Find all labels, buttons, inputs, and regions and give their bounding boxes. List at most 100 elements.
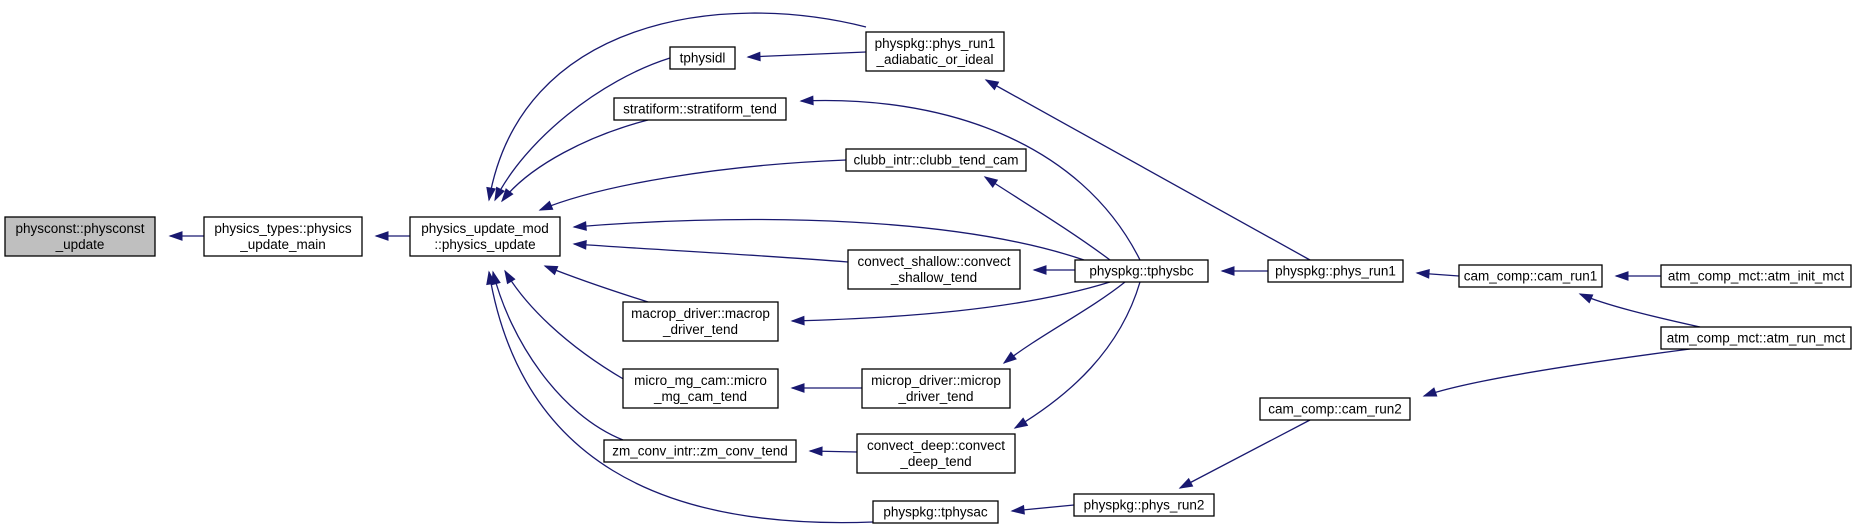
edge-tphysbc-to-microp_driver_tend bbox=[1002, 281, 1126, 364]
edge-tphysac-to-physics_update bbox=[486, 270, 874, 524]
node-zm-conv-tend[interactable]: zm_conv_intr::zm_conv_tend bbox=[603, 439, 797, 463]
arrowhead bbox=[1010, 504, 1025, 515]
edge-line bbox=[488, 271, 874, 524]
node-label: convect_shallow::convect bbox=[857, 254, 1010, 269]
edge-line bbox=[492, 271, 624, 441]
node-label: _adiabatic_or_ideal bbox=[875, 52, 993, 67]
node-label: microp_driver::microp bbox=[871, 373, 1001, 388]
node-box bbox=[861, 368, 1011, 409]
edge-line bbox=[573, 243, 849, 263]
arrowhead bbox=[984, 79, 1000, 91]
node-label: _update_main bbox=[239, 237, 326, 252]
node-box bbox=[865, 31, 1005, 72]
arrowhead bbox=[799, 95, 814, 106]
node-tphysac[interactable]: physpkg::tphysac bbox=[872, 500, 999, 524]
arrowhead bbox=[538, 200, 554, 211]
edge-macrop_driver_tend-to-physics_update bbox=[543, 265, 649, 303]
node-macrop-driver-tend[interactable]: macrop_driver::macrop_driver_tend bbox=[622, 301, 779, 342]
arrowhead bbox=[572, 221, 587, 231]
node-box bbox=[1259, 397, 1411, 421]
edge-tphysbc-to-stratiform_tend bbox=[799, 95, 1141, 261]
edge-convect_shallow_tend-to-physics_update bbox=[572, 239, 849, 263]
node-atm-run-mct[interactable]: atm_comp_mct::atm_run_mct bbox=[1660, 326, 1852, 350]
node-atm-init-mct[interactable]: atm_comp_mct::atm_init_mct bbox=[1660, 264, 1852, 288]
node-label: physics_types::physics bbox=[214, 221, 352, 236]
arrowhead bbox=[501, 188, 514, 203]
node-box bbox=[603, 439, 797, 463]
node-box bbox=[845, 148, 1027, 172]
node-box bbox=[856, 433, 1016, 474]
arrowhead bbox=[1422, 387, 1438, 397]
edge-zm_conv_tend-to-physics_update bbox=[491, 270, 624, 441]
edge-line bbox=[504, 270, 626, 381]
edge-line bbox=[1003, 281, 1126, 364]
edge-physics_update_main-to-physconst_update bbox=[168, 231, 204, 241]
arrowhead bbox=[1032, 265, 1047, 275]
edge-tphysbc-to-convect_deep_tend bbox=[1013, 281, 1141, 429]
arrowhead bbox=[808, 446, 823, 457]
node-cam-run2[interactable]: cam_comp::cam_run2 bbox=[1259, 397, 1411, 421]
node-box bbox=[847, 249, 1021, 290]
node-label: physpkg::tphysbc bbox=[1089, 264, 1194, 279]
node-tphysbc[interactable]: physpkg::tphysbc bbox=[1074, 259, 1209, 283]
edge-line bbox=[544, 265, 649, 303]
node-convect-deep-tend[interactable]: convect_deep::convect_deep_tend bbox=[856, 433, 1016, 474]
edge-line bbox=[1179, 419, 1311, 489]
edge-tphysbc-to-clubb_tend_cam bbox=[983, 176, 1111, 261]
node-label: physics_update_mod bbox=[421, 221, 549, 236]
node-label: physpkg::phys_run1 bbox=[1275, 264, 1396, 279]
node-label: micro_mg_cam::micro bbox=[634, 373, 767, 388]
node-label: stratiform::stratiform_tend bbox=[623, 102, 777, 117]
edges-layer bbox=[168, 12, 1701, 524]
edge-line bbox=[1579, 293, 1701, 328]
node-label: _mg_cam_tend bbox=[653, 389, 747, 404]
node-physics-update[interactable]: physics_update_mod::physics_update bbox=[409, 216, 561, 257]
edge-line bbox=[501, 119, 649, 202]
node-box bbox=[409, 216, 561, 257]
node-phys-run2[interactable]: physpkg::phys_run2 bbox=[1073, 493, 1215, 517]
node-label: _driver_tend bbox=[662, 322, 738, 337]
arrowhead bbox=[486, 270, 496, 286]
node-label: _shallow_tend bbox=[890, 270, 977, 285]
node-label: physpkg::phys_run1 bbox=[875, 36, 996, 51]
node-label: physpkg::phys_run2 bbox=[1084, 498, 1205, 513]
arrowhead bbox=[790, 315, 805, 326]
node-physconst-update[interactable]: physconst::physconst_update bbox=[4, 216, 156, 257]
node-box bbox=[613, 97, 787, 121]
node-box bbox=[1073, 493, 1215, 517]
arrowhead bbox=[1614, 271, 1629, 281]
arrowhead bbox=[1415, 268, 1430, 279]
edge-phys_run1_adiabatic-to-tphysidl bbox=[746, 51, 867, 62]
node-label: atm_comp_mct::atm_init_mct bbox=[1668, 269, 1845, 284]
arrowhead bbox=[374, 231, 389, 241]
node-micro-mg-cam-tend[interactable]: micro_mg_cam::micro_mg_cam_tend bbox=[622, 368, 779, 409]
node-cam-run1[interactable]: cam_comp::cam_run1 bbox=[1458, 264, 1603, 288]
node-label: ::physics_update bbox=[434, 237, 535, 252]
edge-microp_driver_tend-to-micro_mg_cam_tend bbox=[790, 383, 862, 393]
node-tphysidl[interactable]: tphysidl bbox=[669, 46, 736, 70]
edge-line bbox=[573, 218, 1085, 261]
node-label: _update bbox=[55, 237, 105, 252]
node-label: cam_comp::cam_run2 bbox=[1268, 402, 1402, 417]
node-box bbox=[1267, 259, 1404, 283]
node-physics-update-main[interactable]: physics_types::physics_update_main bbox=[203, 216, 363, 257]
node-phys-run1[interactable]: physpkg::phys_run1 bbox=[1267, 259, 1404, 283]
node-label: atm_comp_mct::atm_run_mct bbox=[1667, 331, 1846, 346]
edge-micro_mg_cam_tend-to-physics_update bbox=[504, 269, 626, 381]
arrowhead bbox=[494, 186, 505, 202]
node-label: tphysidl bbox=[680, 51, 726, 66]
arrowhead bbox=[983, 176, 999, 188]
edge-phys_run2-to-tphysac bbox=[1010, 504, 1075, 515]
node-convect-shallow-tend[interactable]: convect_shallow::convect_shallow_tend bbox=[847, 249, 1021, 290]
node-phys-run1-adiabatic[interactable]: physpkg::phys_run1_adiabatic_or_ideal bbox=[865, 31, 1005, 72]
node-clubb-tend-cam[interactable]: clubb_intr::clubb_tend_cam bbox=[845, 148, 1027, 172]
node-microp-driver-tend[interactable]: microp_driver::microp_driver_tend bbox=[861, 368, 1011, 409]
node-box bbox=[622, 368, 779, 409]
edge-line bbox=[1014, 281, 1141, 429]
arrowhead bbox=[486, 186, 496, 202]
arrowhead bbox=[1220, 266, 1235, 276]
edge-clubb_tend_cam-to-physics_update bbox=[538, 159, 847, 211]
node-stratiform-tend[interactable]: stratiform::stratiform_tend bbox=[613, 97, 787, 121]
edge-phys_run1_adiabatic-to-physics_update bbox=[486, 12, 867, 202]
